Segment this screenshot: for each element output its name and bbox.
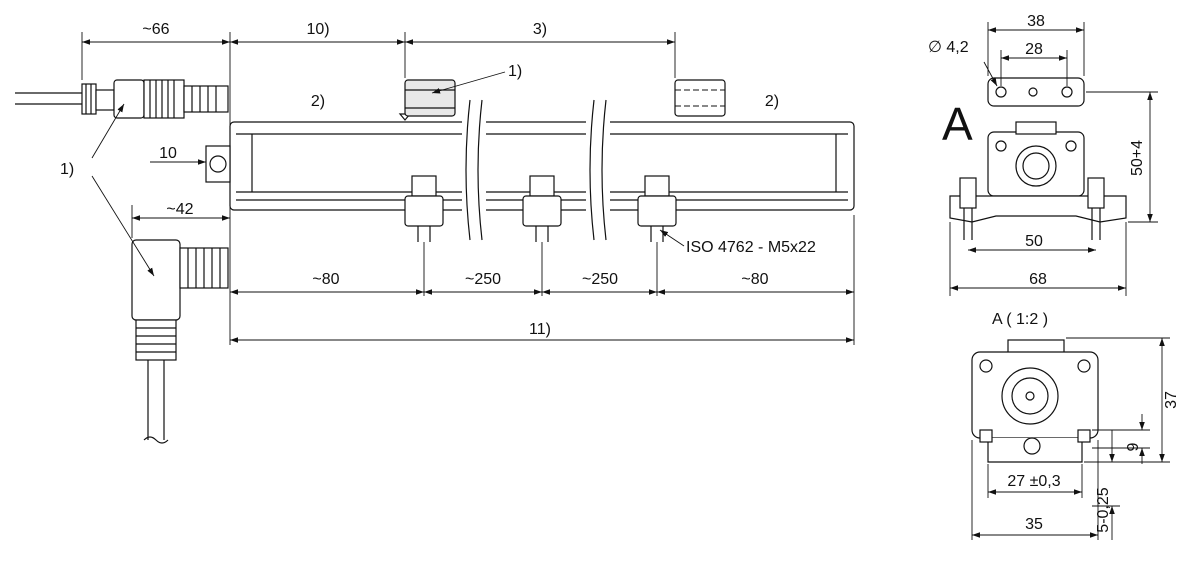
- label-screw-spec: ISO 4762 - M5x22: [686, 239, 816, 256]
- dim-stroke: 3): [533, 21, 547, 38]
- dim-seg-80-left: ~80: [312, 271, 339, 288]
- dim-clamp-inner: 28: [1025, 41, 1043, 58]
- label-connector-ref: 1): [60, 161, 74, 178]
- dim-total-length: 11): [529, 321, 551, 338]
- main-side-view: ~66 10) 3) 1) 2) 2) 10 ~42 1) ISO 4762 -…: [15, 21, 855, 444]
- dim-seg-250-b: ~250: [582, 271, 618, 288]
- position-magnet-marker: [404, 79, 456, 117]
- dim-height: 50+4: [1129, 140, 1146, 176]
- linear-sensor-profile: [205, 99, 855, 241]
- position-magnet-marker-end: [674, 79, 726, 117]
- detail-view-a: A ( 1:2 ) 37 9 27 ±0,3 35 5-0,25: [971, 311, 1180, 540]
- detail-dim-offset: 5-0,25: [1095, 487, 1112, 532]
- detail-dim-width-tol: 27 ±0,3: [1007, 473, 1060, 490]
- straight-cable-connector: [15, 79, 229, 119]
- detail-dim-slot: 9: [1125, 442, 1142, 451]
- mounting-clamp-2: [522, 175, 562, 242]
- view-letter: A: [942, 98, 973, 150]
- dim-hole-diameter: ∅ 4,2: [928, 39, 969, 56]
- mounting-clamp-1: [404, 175, 444, 242]
- dim-left-offset: 10): [306, 21, 329, 38]
- label-marker: 1): [508, 63, 522, 80]
- dim-clamp-outer: 38: [1027, 13, 1045, 30]
- dim-connector-offset: 10: [159, 145, 177, 162]
- detail-dim-width: 35: [1025, 516, 1043, 533]
- dim-angled-connector: ~42: [166, 201, 193, 218]
- label-left-zone: 2): [311, 93, 325, 110]
- detail-dim-height: 37: [1163, 391, 1180, 409]
- dim-seg-80-right: ~80: [741, 271, 768, 288]
- detail-title: A ( 1:2 ): [992, 311, 1048, 328]
- end-view-a: A 38 28: [928, 13, 1158, 296]
- label-right-zone: 2): [765, 93, 779, 110]
- dim-seg-250-a: ~250: [465, 271, 501, 288]
- mounting-clamp-3: [637, 175, 677, 242]
- dim-cable-connector: ~66: [142, 21, 169, 38]
- dim-foot-outer: 68: [1029, 271, 1047, 288]
- angled-cable-connector: [131, 239, 229, 444]
- dim-foot-inner: 50: [1025, 233, 1043, 250]
